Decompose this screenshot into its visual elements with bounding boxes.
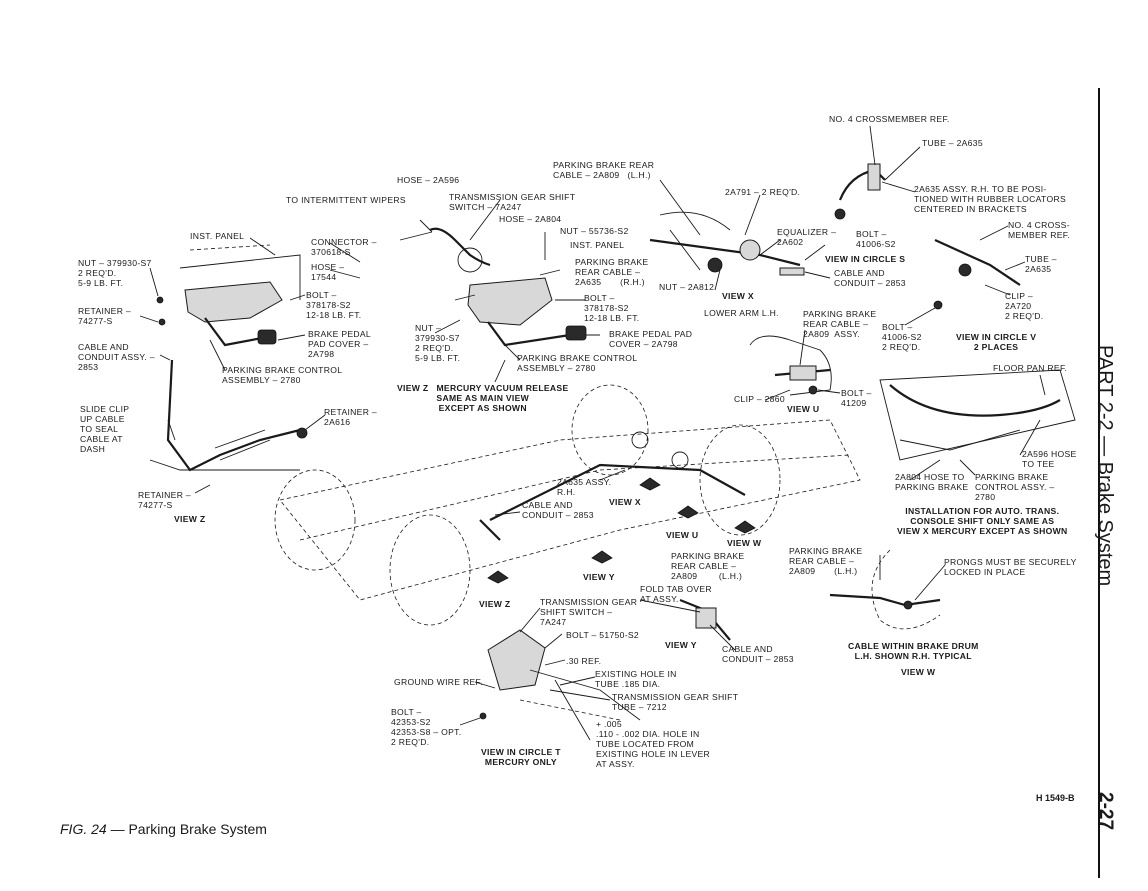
brake-drum-view xyxy=(829,549,941,630)
label-brake-pedal-pad-cover-mid: BRAKE PEDAL PAD COVER – 2A798 xyxy=(609,329,693,349)
label-bolt-42353: BOLT – 42353-S2 42353-S8 – OPT. 2 REQ'D. xyxy=(391,707,462,747)
label-hose-2a804-to-pb: 2A804 HOSE TO PARKING BRAKE xyxy=(895,472,969,492)
label-cable-conduit-2853-y: CABLE AND CONDUIT – 2853 xyxy=(722,644,794,664)
label-no4-crossmember-top: NO. 4 CROSSMEMBER REF. xyxy=(829,114,950,124)
label-retainer-74277-lower: RETAINER – 74277-S xyxy=(138,490,191,510)
label-brake-pedal-pad-cover-left: BRAKE PEDAL PAD COVER – 2A798 xyxy=(308,329,372,359)
label-pb-rear-cable-2a809-assy: PARKING BRAKE REAR CABLE – 2A809 ASSY. xyxy=(803,309,877,339)
label-nut-2a812: NUT – 2A812 xyxy=(659,282,715,292)
label-view-x-main: VIEW X xyxy=(609,497,641,507)
label-floor-pan-ref: FLOOR PAN REF. xyxy=(993,363,1068,373)
label-cable-conduit-2853-main: CABLE AND CONDUIT – 2853 xyxy=(522,500,594,520)
label-2a635-assy-rh: 2A635 ASSY. R.H. xyxy=(557,477,612,497)
label-hose-17544: HOSE – 17544 xyxy=(311,262,345,282)
label-pb-rear-cable-rh: PARKING BRAKE REAR CABLE – 2A635 (R.H.) xyxy=(575,257,649,287)
label-bolt-378178-left: BOLT – 378178-S2 12-18 LB. FT. xyxy=(306,290,362,320)
label-pb-control-mid: PARKING BRAKE CONTROL ASSEMBLY – 2780 xyxy=(517,353,638,373)
label-bolt-41006-s: BOLT – 41006-S2 xyxy=(856,229,896,249)
label-pb-control-assy-2780: PARKING BRAKE CONTROL ASSY. – 2780 xyxy=(975,472,1055,502)
label-ground-wire-ref: GROUND WIRE REF. xyxy=(394,677,483,687)
label-hose-2a804: HOSE – 2A804 xyxy=(499,214,562,224)
label-nut-379930: NUT – 379930-S7 2 REQ'D. 5-9 LB. FT. xyxy=(78,258,152,288)
chassis-frame xyxy=(274,384,861,626)
label-hole-110: + .005 .110 - .002 DIA. HOLE IN TUBE LOC… xyxy=(596,719,711,769)
label-view-w-main: VIEW W xyxy=(727,538,762,548)
lower-arm-view-u xyxy=(749,335,832,396)
label-view-y-main: VIEW Y xyxy=(583,572,615,582)
label-slide-clip: SLIDE CLIP UP CABLE TO SEAL CABLE AT DAS… xyxy=(80,404,130,454)
label-retainer-2a616: RETAINER – 2A616 xyxy=(324,407,377,427)
drawing-code: H 1549-B xyxy=(1036,793,1075,803)
label-trans-gear-shift-switch-t: TRANSMISSION GEAR SHIFT SWITCH – 7A247 xyxy=(540,597,638,627)
shift-switch-view-t xyxy=(479,629,641,721)
label-bolt-41006-v: BOLT – 41006-S2 2 REQ'D. xyxy=(882,322,922,352)
label-connector-370618: CONNECTOR – 370618-S xyxy=(311,237,377,257)
label-trans-gear-shift-switch-top: TRANSMISSION GEAR SHIFT SWITCH – 7A247 xyxy=(449,192,576,212)
fold-tab-view-y xyxy=(679,598,731,641)
label-view-u-main: VIEW U xyxy=(666,530,699,540)
label-hose-2a596-top: HOSE – 2A596 xyxy=(397,175,460,185)
label-bolt-378178-mid: BOLT – 378178-S2 12-18 LB. FT. xyxy=(584,293,640,323)
label-nut-55736: NUT – 55736-S2 xyxy=(560,226,629,236)
figure-caption-text: — Parking Brake System xyxy=(110,821,267,837)
label-tube-2a635-mid: TUBE – 2A635 xyxy=(1025,254,1057,274)
label-view-u-top: VIEW U xyxy=(787,404,820,414)
label-retainer-74277-upper: RETAINER – 74277-S xyxy=(78,306,131,326)
label-2a635-assy: 2A635 ASSY. R.H. TO BE POSI- TIONED WITH… xyxy=(914,184,1066,214)
label-pb-rear-cable-lh-w: PARKING BRAKE REAR CABLE – 2A809 (L.H.) xyxy=(789,546,863,576)
label-fold-tab-over: FOLD TAB OVER AT ASSY. xyxy=(640,584,712,604)
label-clip-2a720: CLIP – 2A720 2 REQ'D. xyxy=(1005,291,1044,321)
label-pb-rear-cable-lh-main: PARKING BRAKE REAR CABLE – 2A809 (L.H.) xyxy=(671,551,745,581)
label-tube-2a635-top: TUBE – 2A635 xyxy=(922,138,983,148)
label-cable-conduit-2853-left: CABLE AND CONDUIT ASSY. – 2853 xyxy=(78,342,155,372)
label-view-in-circle-t: VIEW IN CIRCLE T MERCURY ONLY xyxy=(481,747,561,767)
floor-pan-view xyxy=(879,369,1076,461)
page-number: 2-27 xyxy=(1095,792,1116,831)
label-view-in-circle-s: VIEW IN CIRCLE S xyxy=(825,254,906,264)
label-cable-within-drum: CABLE WITHIN BRAKE DRUM L.H. SHOWN R.H. … xyxy=(848,641,979,661)
label-trans-gear-shift-tube: TRANSMISSION GEAR SHIFT TUBE – 7212 xyxy=(612,692,739,712)
label-bolt-41209: BOLT – 41209 xyxy=(841,388,872,408)
label-view-z-mercury: VIEW Z MERCURY VACUUM RELEASE SAME AS MA… xyxy=(397,383,569,413)
label-2a791: 2A791 – 2 REQ'D. xyxy=(725,187,801,197)
leader-lines xyxy=(139,125,1046,741)
label-cable-conduit-2853-s: CABLE AND CONDUIT – 2853 xyxy=(834,268,906,288)
label-clip-2860: CLIP – 2860 xyxy=(734,394,785,404)
label-pb-rear-cable-lh-top: PARKING BRAKE REAR CABLE – 2A809 (L.H.) xyxy=(553,160,655,180)
label-hose-2a596-to-tee: 2A596 HOSE TO TEE xyxy=(1022,449,1077,469)
label-lower-arm-lh: LOWER ARM L.H. xyxy=(704,308,779,318)
label-existing-hole-185: EXISTING HOLE IN TUBE .185 DIA. xyxy=(595,669,677,689)
section-title: PART 2-2 — Brake System xyxy=(1094,345,1116,587)
label-view-w: VIEW W xyxy=(901,667,936,677)
label-view-z-left: VIEW Z xyxy=(174,514,206,524)
view-arrows xyxy=(487,477,756,584)
label-parking-brake-control-left: PARKING BRAKE CONTROL ASSEMBLY – 2780 xyxy=(222,365,343,385)
label-view-in-circle-v: VIEW IN CIRCLE V 2 PLACES xyxy=(956,332,1037,352)
figure-number: FIG. 24 xyxy=(60,821,107,837)
label-to-intermittent-wipers: TO INTERMITTENT WIPERS xyxy=(286,195,406,205)
label-view-y: VIEW Y xyxy=(665,640,697,650)
label-nut-379930-mid: NUT – 379930-S7 2 REQ'D. 5-9 LB. FT. xyxy=(415,323,461,363)
label-install-auto-trans: INSTALLATION FOR AUTO. TRANS. CONSOLE SH… xyxy=(897,506,1068,536)
label-inst-panel-mid: INST. PANEL xyxy=(570,240,625,250)
pedal-assembly-left xyxy=(149,244,308,472)
label-ref-30: .30 REF. xyxy=(566,656,602,666)
figure-caption: FIG. 24 — Parking Brake System xyxy=(60,821,267,837)
page-margin-rule xyxy=(1098,88,1100,878)
label-inst-panel-left: INST. PANEL xyxy=(190,231,245,241)
tube-view-v xyxy=(834,163,1021,310)
label-prongs-locked: PRONGS MUST BE SECURELY LOCKED IN PLACE xyxy=(944,557,1077,577)
label-bolt-51750: BOLT – 51750-S2 xyxy=(566,630,639,640)
label-equalizer: EQUALIZER – 2A602 xyxy=(777,227,837,247)
label-view-z-main: VIEW Z xyxy=(479,599,511,609)
label-view-x-top: VIEW X xyxy=(722,291,754,301)
label-no4-crossmember-mid: NO. 4 CROSS- MEMBER REF. xyxy=(1008,220,1071,240)
